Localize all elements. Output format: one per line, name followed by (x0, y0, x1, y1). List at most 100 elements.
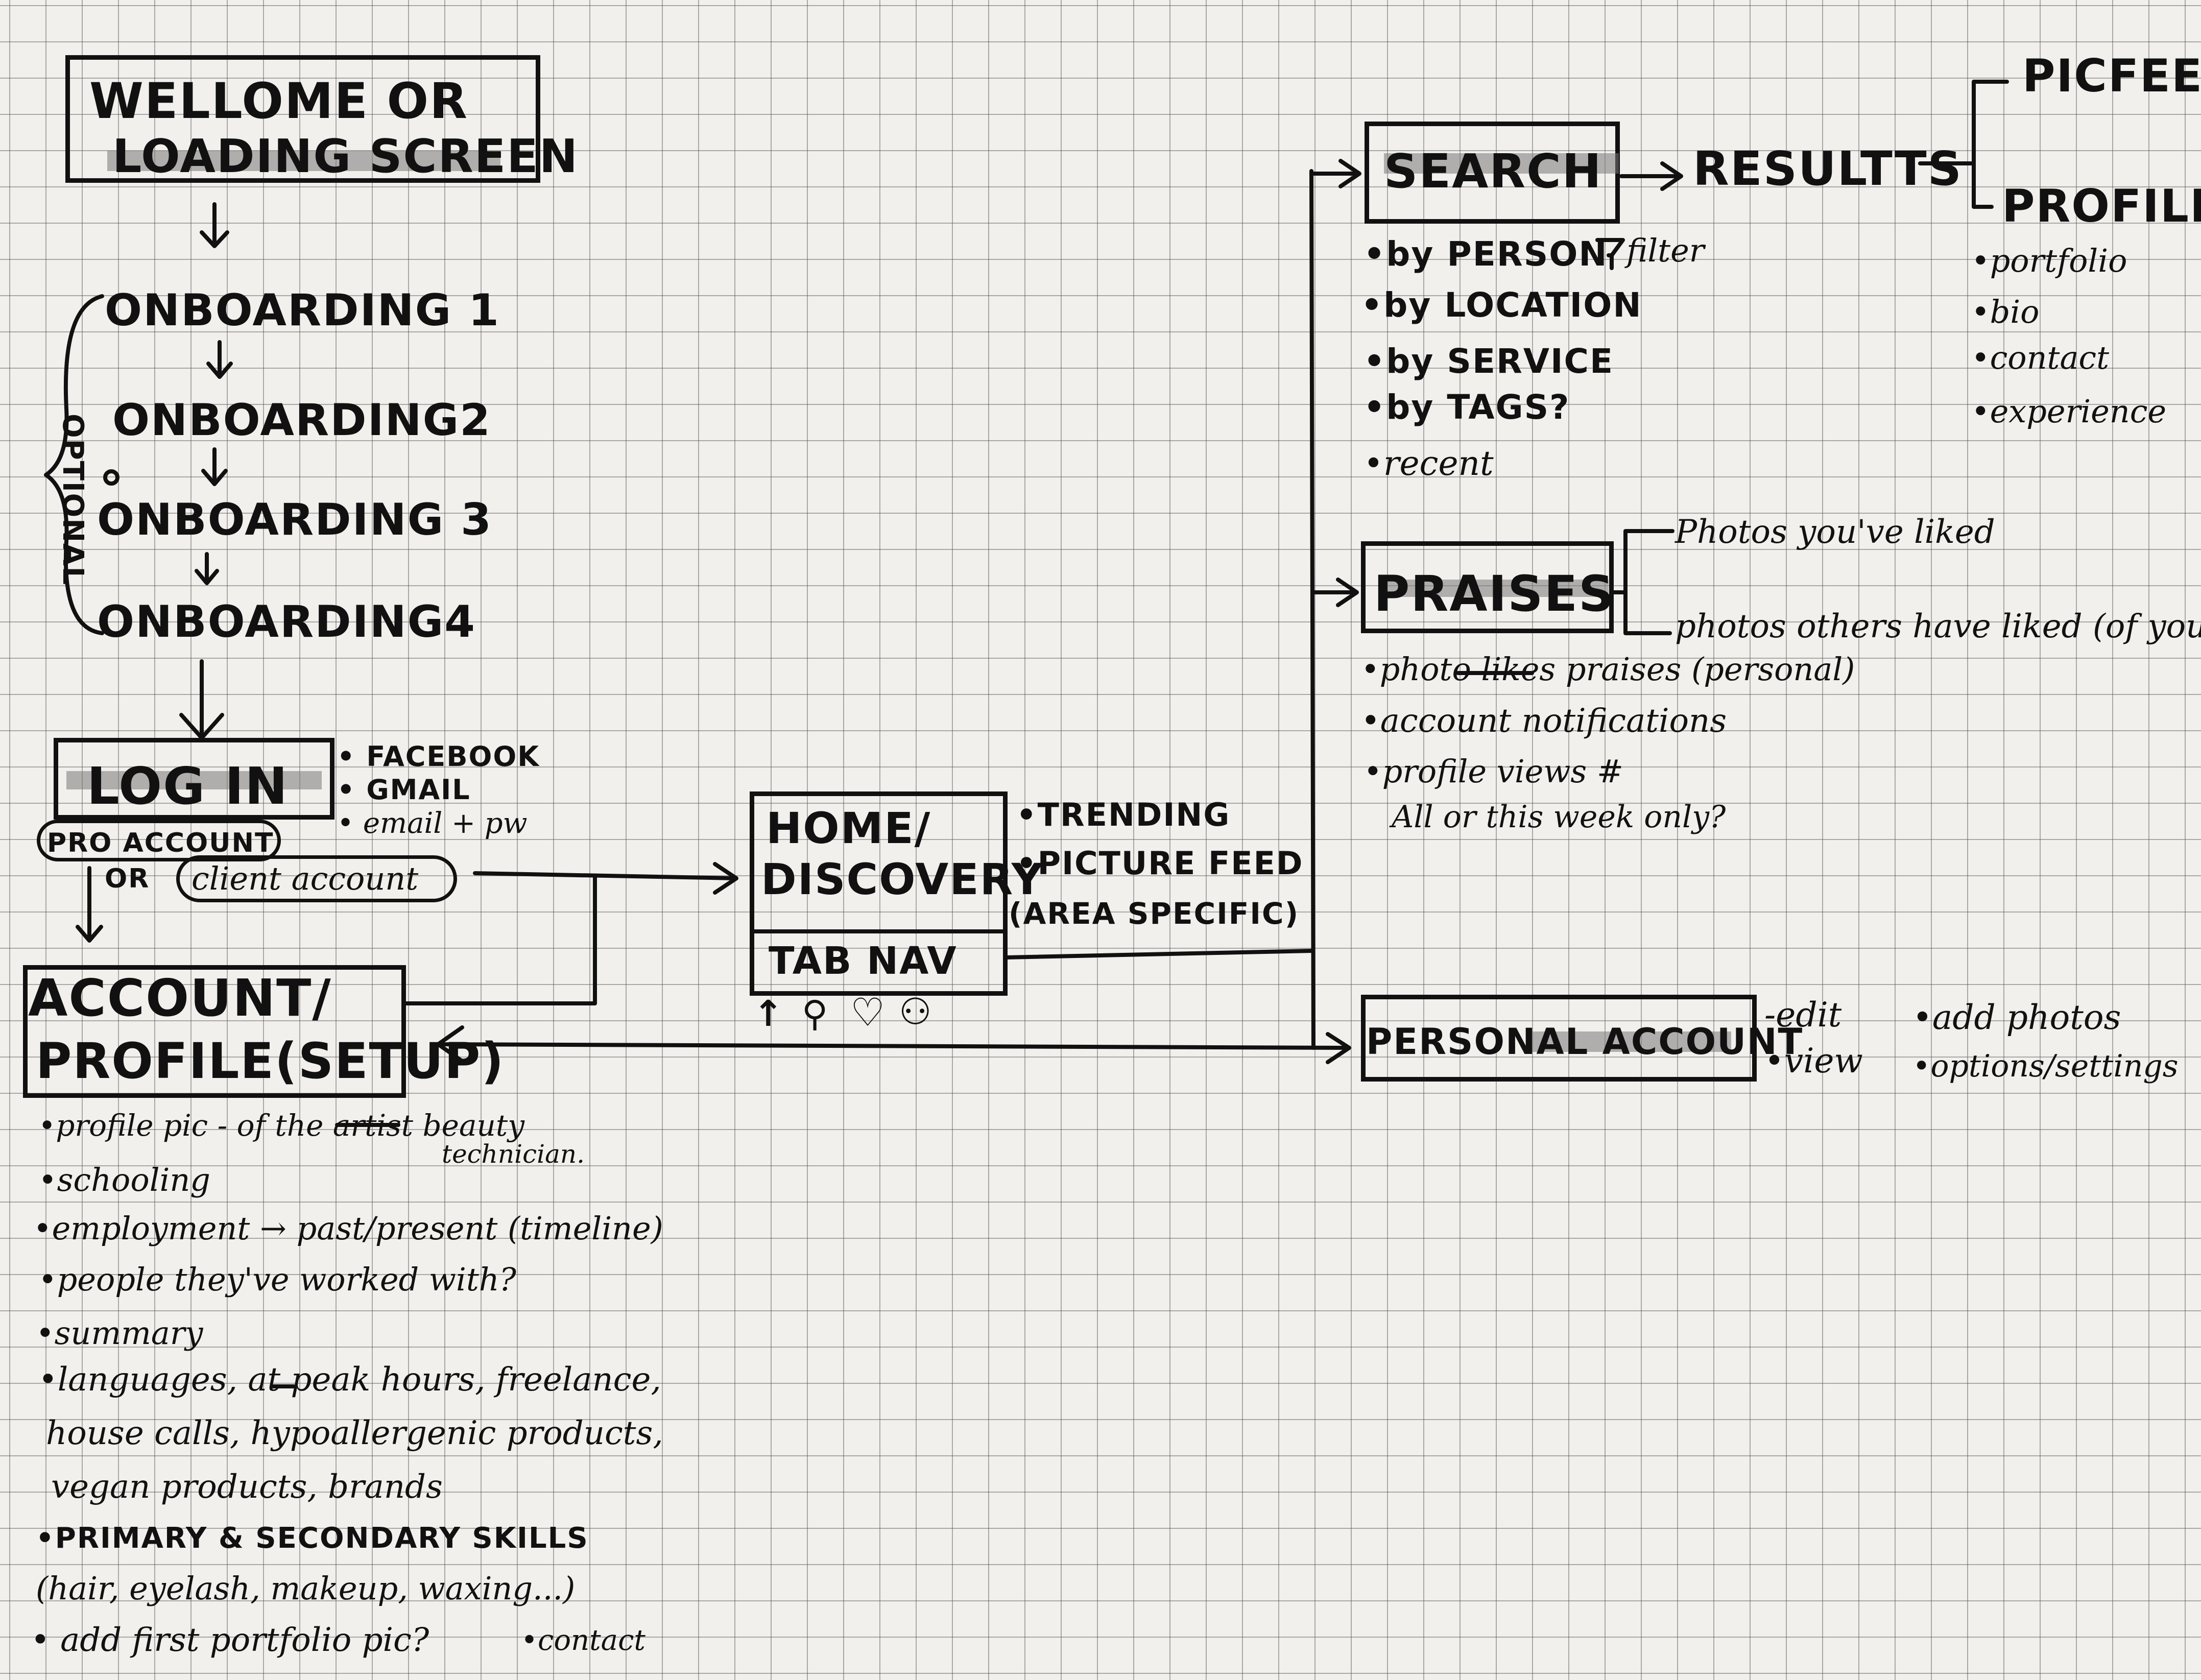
personal-col2-options: •options/settings (1912, 1048, 2179, 1084)
praises-highlight (1379, 580, 1609, 597)
praises-branch-2: photos others have liked (of yours) (1675, 608, 2201, 645)
home-note-trending: •TRENDING (1016, 796, 1231, 833)
personal-col2-add-photos: •add photos (1912, 998, 2121, 1037)
account-contact: •contact (521, 1624, 645, 1657)
praises-box (1361, 541, 1614, 633)
praises-item-4: All or this week only? (1392, 799, 1726, 835)
account-setup-box (23, 965, 406, 1098)
search-highlight (1384, 153, 1619, 174)
pro-account-label: PRO ACCOUNT (47, 828, 274, 858)
profile-item-contact: •contact (1971, 339, 2110, 376)
praises-title: PRAISES (1374, 565, 1615, 622)
welcome-line2: LOADING SCREEN (112, 130, 579, 183)
small-circle-mark (103, 469, 119, 486)
home-note-picture-feed: •PICTURE FEED (1016, 845, 1304, 882)
praises-item-1-rest: praises (personal) (1556, 651, 1855, 688)
welcome-box (65, 55, 540, 183)
tab-icon-search: ⚲ (802, 993, 829, 1035)
tab-icon-heart: ♡ (850, 990, 887, 1035)
arrow-client-home (473, 862, 738, 895)
tab-icon-upload: ↑ (753, 993, 784, 1035)
tab-nav-box (750, 929, 1008, 996)
arrow-onb2-onb3 (201, 447, 228, 486)
results-label: RESULTTS (1693, 141, 1963, 196)
profile-item-bio: •bio (1971, 293, 2040, 330)
optional-label: OPTIONAL (56, 414, 89, 586)
account-item-7b: (hair, eyelash, makeup, waxing...) (36, 1570, 576, 1607)
home-line1: HOME/ (766, 803, 931, 853)
praises-branch-1: Photos you've liked (1675, 513, 1995, 551)
login-method-gmail: • GMAIL (337, 774, 471, 806)
account-item-1b: technician. (442, 1139, 585, 1169)
account-item-1: •profile pic - of the artist beauty (38, 1108, 524, 1143)
arrow-trunk-search (1309, 159, 1361, 188)
search-item-service: •by SERVICE (1363, 342, 1614, 381)
line-tabnav-trunk (1004, 949, 1314, 959)
picfeed-label: PICFEED (2022, 50, 2201, 102)
or-label: OR (105, 863, 150, 894)
personal-account-highlight (1527, 1031, 1731, 1052)
login-method-facebook: • FACEBOOK (337, 740, 540, 773)
login-box (54, 738, 334, 820)
praises-item-1-struck: photo likes (1379, 651, 1556, 688)
profile-item-experience: •experience (1971, 393, 2167, 430)
account-item-3: •employment → past/present (timeline) (33, 1210, 663, 1247)
praises-item-1: •photo likes praises (personal) (1361, 651, 1855, 688)
account-line1: ACCOUNT/ (28, 968, 332, 1028)
account-item-7: •PRIMARY & SECONDARY SKILLS (36, 1522, 589, 1555)
login-highlight (66, 771, 322, 789)
vertical-trunk (1309, 169, 1315, 1050)
account-line2: PROFILE(SETUP) (36, 1033, 505, 1090)
search-item-tags: •by TAGS? (1363, 388, 1570, 427)
arrow-onb4-login (179, 659, 224, 740)
account-item-4: •people they've worked with? (38, 1261, 516, 1298)
profile-item-portfolio: •portfolio (1971, 242, 2127, 279)
arrow-onb3-onb4 (195, 552, 219, 585)
client-account-label: client account (192, 860, 419, 897)
account-item-6c: vegan products, brands (51, 1468, 443, 1506)
personal-col1-view: •view (1764, 1041, 1863, 1081)
account-item-5: •summary (36, 1314, 203, 1352)
profiles-label: PROFILES (2002, 180, 2201, 232)
personal-account-box (1361, 995, 1757, 1082)
bracket-results (1918, 80, 2009, 209)
praises-item-3: •profile views # (1363, 753, 1623, 790)
arrow-search-results (1619, 161, 1683, 191)
search-title: SEARCH (1384, 144, 1602, 199)
optional-brace (44, 294, 104, 635)
login-method-email: • email + pw (337, 807, 528, 840)
search-item-recent: •recent (1363, 444, 1494, 483)
arrow-account-personal (436, 1025, 1351, 1064)
praises-item-2: •account notifications (1361, 702, 1727, 740)
tab-icon-profile: ⚇ (899, 990, 933, 1033)
home-note-area: (AREA SPECIFIC) (1009, 896, 1300, 931)
account-item-6: •languages, at peak hours, freelance, (38, 1361, 661, 1399)
login-title: LOG IN (87, 756, 289, 816)
onboarding-step-1: ONBOARDING 1 (105, 285, 500, 336)
account-item-6b: house calls, hypoallergenic products, (46, 1414, 663, 1452)
tab-nav-label: TAB NAV (769, 939, 958, 983)
arrow-pro-account (76, 866, 103, 943)
search-item-person: •by PERSON (1363, 234, 1608, 274)
search-item-location: •by LOCATION (1361, 285, 1642, 325)
pro-account-oval (37, 820, 281, 861)
onboarding-step-2: ONBOARDING2 (112, 395, 491, 446)
search-filter-label: filter (1626, 232, 1705, 269)
filter-icon (1595, 238, 1625, 270)
welcome-line1: WELLOME OR (89, 73, 469, 130)
arrow-loop-account (401, 874, 597, 1005)
welcome-highlight (107, 151, 500, 171)
arrow-onb1-onb2 (206, 340, 233, 379)
account-item-8: • add first portfolio pic? (31, 1621, 429, 1659)
personal-account-title: PERSONAL ACCOUNT (1366, 1021, 1804, 1063)
home-line2: DISCOVERY (761, 854, 1044, 904)
arrow-trunk-praises (1310, 578, 1359, 607)
personal-col1-edit: -edit (1764, 995, 1842, 1035)
client-account-oval (176, 855, 457, 902)
onboarding-step-3: ONBOARDING 3 (97, 494, 492, 545)
bracket-praises (1609, 529, 1674, 635)
onboarding-step-4: ONBOARDING4 (97, 596, 476, 647)
account-item-2: •schooling (38, 1161, 210, 1198)
